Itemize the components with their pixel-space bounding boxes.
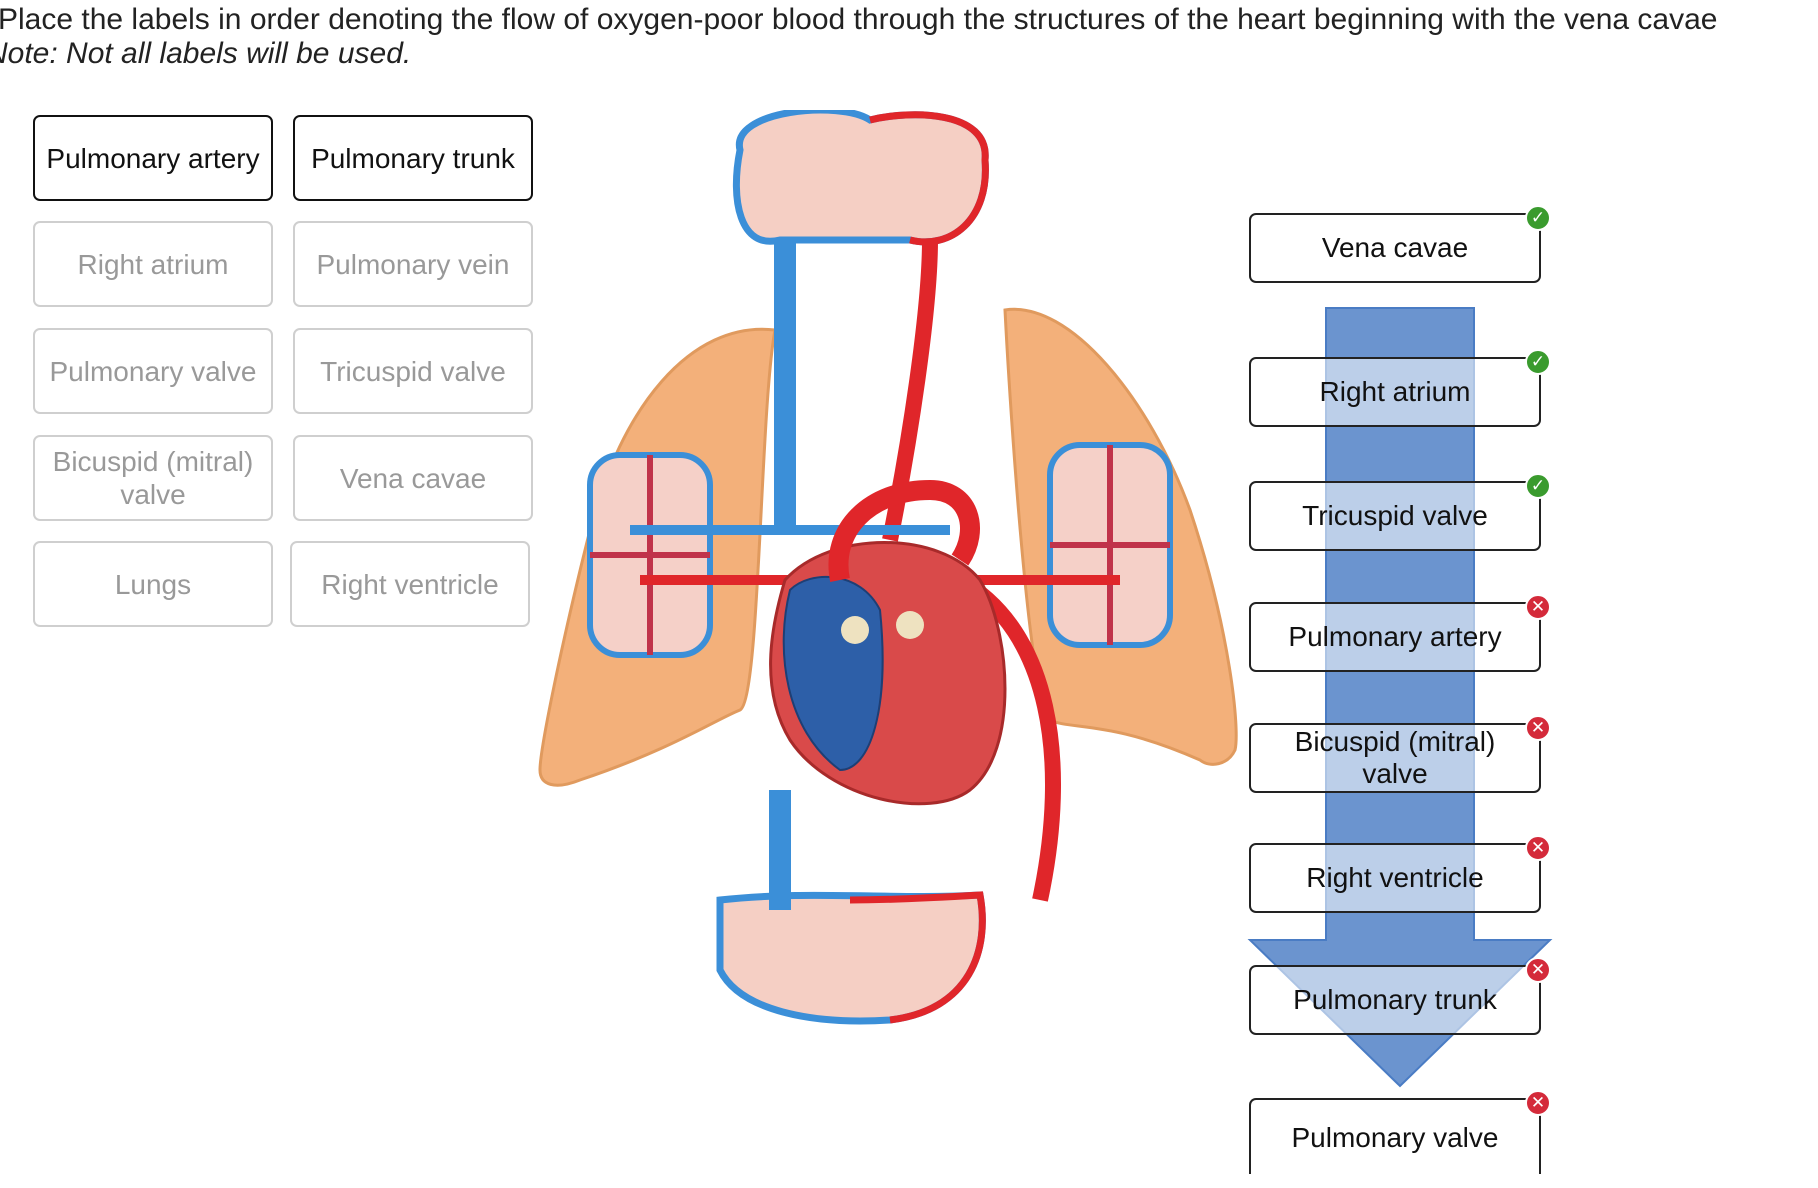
incorrect-x-icon: ✕ (1525, 715, 1551, 741)
slot-label: Right ventricle (1306, 862, 1484, 893)
instruction-note: Note: Not all labels will be used. (0, 37, 412, 70)
sequence-slot-5[interactable]: Bicuspid (mitral) valve ✕ (1249, 715, 1551, 793)
right-lung-capillaries (1047, 442, 1173, 648)
upper-capillary-bed (732, 110, 989, 246)
incorrect-x-icon: ✕ (1525, 957, 1551, 983)
lower-capillary-bed (716, 891, 986, 1025)
bank-label-lungs[interactable]: Lungs (33, 541, 273, 627)
slot-label: Pulmonary trunk (1293, 984, 1497, 1015)
incorrect-x-icon: ✕ (1525, 1090, 1551, 1116)
instruction-text: Place the labels in order denoting the f… (0, 3, 1718, 36)
slot-label: Tricuspid valve (1302, 500, 1488, 531)
slot-label: Pulmonary artery (1288, 621, 1502, 652)
bank-label-tricuspid-valve[interactable]: Tricuspid valve (293, 328, 533, 414)
slot-label: Bicuspid (mitral) valve (1294, 726, 1496, 789)
heart (769, 479, 1007, 806)
sequence-slot-2[interactable]: Right atrium ✓ (1249, 349, 1551, 427)
bank-label-bicuspid-valve[interactable]: Bicuspid (mitral) valve (33, 435, 273, 521)
sequence-slot-7[interactable]: Pulmonary trunk ✕ (1249, 957, 1551, 1035)
slot-label: Pulmonary valve (1291, 1122, 1499, 1153)
bank-label-pulmonary-valve[interactable]: Pulmonary valve (33, 328, 273, 414)
slot-label: Vena cavae (1321, 232, 1469, 263)
heart-circulation-diagram (538, 110, 1238, 1025)
left-lung-capillaries (587, 452, 713, 658)
sequence-slot-6[interactable]: Right ventricle ✕ (1249, 835, 1551, 913)
correct-check-icon: ✓ (1525, 205, 1551, 231)
bank-label-vena-cavae[interactable]: Vena cavae (293, 435, 533, 521)
incorrect-x-icon: ✕ (1525, 835, 1551, 861)
bank-label-right-ventricle[interactable]: Right ventricle (290, 541, 530, 627)
sequence-slot-8[interactable]: Pulmonary valve ✕ (1249, 1090, 1551, 1174)
correct-check-icon: ✓ (1525, 473, 1551, 499)
slot-label: Right atrium (1319, 376, 1471, 407)
bank-label-pulmonary-artery[interactable]: Pulmonary artery (33, 115, 273, 201)
incorrect-x-icon: ✕ (1525, 594, 1551, 620)
bank-label-right-atrium[interactable]: Right atrium (33, 221, 273, 307)
bank-label-pulmonary-trunk[interactable]: Pulmonary trunk (293, 115, 533, 201)
sequence-slot-1[interactable]: Vena cavae ✓ (1249, 205, 1551, 283)
bank-label-pulmonary-vein[interactable]: Pulmonary vein (293, 221, 533, 307)
sequence-slot-3[interactable]: Tricuspid valve ✓ (1249, 473, 1551, 551)
sequence-slot-4[interactable]: Pulmonary artery ✕ (1249, 594, 1551, 672)
correct-check-icon: ✓ (1525, 349, 1551, 375)
